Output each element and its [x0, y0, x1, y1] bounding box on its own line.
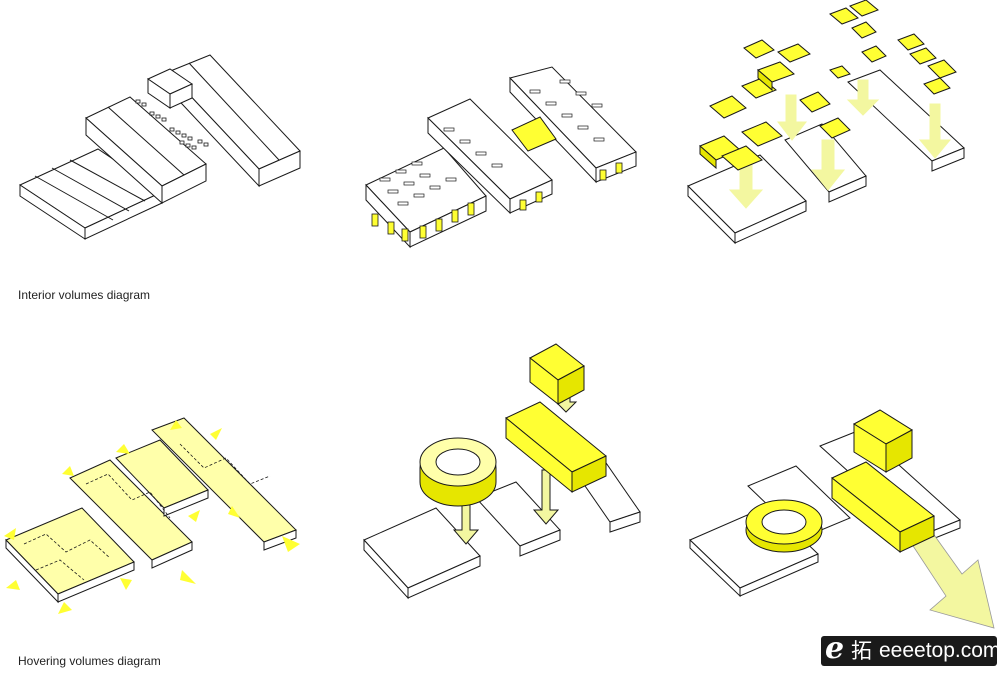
outward-arrows	[4, 420, 300, 614]
caption-hovering-volumes: Hovering volumes diagram	[18, 654, 161, 668]
caption-interior-volumes: Interior volumes diagram	[18, 288, 151, 302]
panel-6-final-composition	[689, 409, 995, 629]
panel-3-exploded-volumes	[687, 0, 965, 245]
window-marks	[135, 99, 209, 150]
interior-openings	[371, 162, 623, 242]
drop-arrows	[452, 391, 578, 545]
panel-2-interior-shell	[365, 66, 637, 249]
dashed-routes	[23, 443, 271, 581]
panel-5-hovering-stack	[363, 343, 641, 600]
panel-4-interior-plan	[4, 417, 300, 614]
watermark-logo: e 拓 eeeetop.com	[821, 631, 1000, 666]
interior-slot-marks	[379, 79, 605, 206]
panel-1-base-site	[18, 54, 301, 240]
watermark-text: eeeetop.com	[879, 639, 1000, 662]
watermark-tuo-glyph: 拓	[851, 639, 872, 663]
yellow-volumes	[699, 0, 957, 171]
downward-arrows	[728, 79, 952, 209]
watermark-e-glyph: e	[825, 631, 845, 666]
